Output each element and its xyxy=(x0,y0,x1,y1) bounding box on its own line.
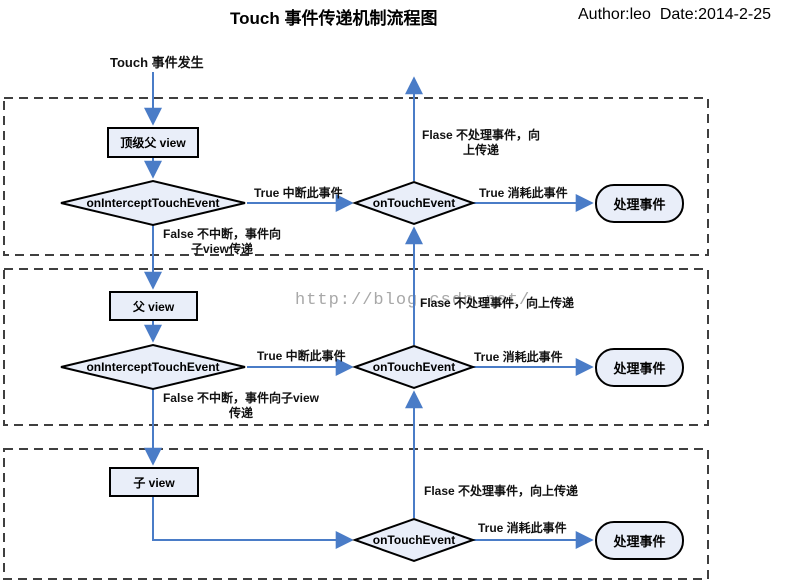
author-date: Author:leo Date:2014-2-25 xyxy=(578,6,772,23)
node-intercept-parent-diamond xyxy=(60,343,246,391)
node-ontouch-child-diamond xyxy=(352,517,476,563)
node-handle-child-terminal xyxy=(595,521,684,560)
edge-label-flase-up-parent: Flase 不处理事件，向上传递 xyxy=(420,296,575,310)
node-parent-view-box xyxy=(109,291,198,321)
start-label: Touch 事件发生 xyxy=(110,55,204,70)
section-parent-view xyxy=(3,268,709,426)
child-view-label: 子 view xyxy=(133,475,175,490)
intercept-parent-label: onInterceptTouchEvent xyxy=(86,360,220,374)
node-handle-parent-terminal xyxy=(595,348,684,387)
handle-child-label: 处理事件 xyxy=(613,534,666,549)
section-child-view xyxy=(3,448,709,580)
node-ontouch-top-diamond xyxy=(352,180,476,226)
node-top-parent-view-box xyxy=(107,127,199,158)
edge-label-true-consume-top: True 消耗此事件 xyxy=(479,186,568,200)
edge-label-flase-up-child: Flase 不处理事件，向上传递 xyxy=(424,484,579,498)
handle-top-label: 处理事件 xyxy=(613,197,666,212)
page-title: Touch 事件传递机制流程图 xyxy=(230,9,438,28)
parent-view-label: 父 view xyxy=(132,299,175,314)
edge-label-true-intercept-top: True 中断此事件 xyxy=(254,186,343,200)
ontouch-parent-label: onTouchEvent xyxy=(372,360,456,374)
node-child-view-box xyxy=(109,467,199,497)
node-handle-top-terminal xyxy=(595,184,684,223)
watermark-text: http://blog.csdn.net/ xyxy=(295,291,531,310)
section-top-parent-view xyxy=(3,97,709,256)
node-intercept-top-diamond xyxy=(60,179,246,227)
edge-label-false-pass-parent: False 不中断，事件向子view 传递 xyxy=(162,391,320,420)
arrow-childview-to-ontouch xyxy=(152,497,354,549)
edge-label-true-consume-parent: True 消耗此事件 xyxy=(474,350,563,364)
ontouch-top-label: onTouchEvent xyxy=(372,196,456,210)
handle-parent-label: 处理事件 xyxy=(613,361,666,376)
edge-label-false-pass-top: False 不中断，事件向 子view传递 xyxy=(162,227,282,256)
top-parent-view-label: 顶级父 view xyxy=(120,136,186,150)
intercept-top-label: onInterceptTouchEvent xyxy=(86,196,220,210)
edge-label-true-consume-child: True 消耗此事件 xyxy=(478,521,567,535)
edge-label-true-intercept-parent: True 中断此事件 xyxy=(257,349,346,363)
node-ontouch-parent-diamond xyxy=(352,344,476,390)
ontouch-child-label: onTouchEvent xyxy=(372,533,456,547)
edge-label-flase-up-top: Flase 不处理事件，向 上传递 xyxy=(421,128,541,157)
